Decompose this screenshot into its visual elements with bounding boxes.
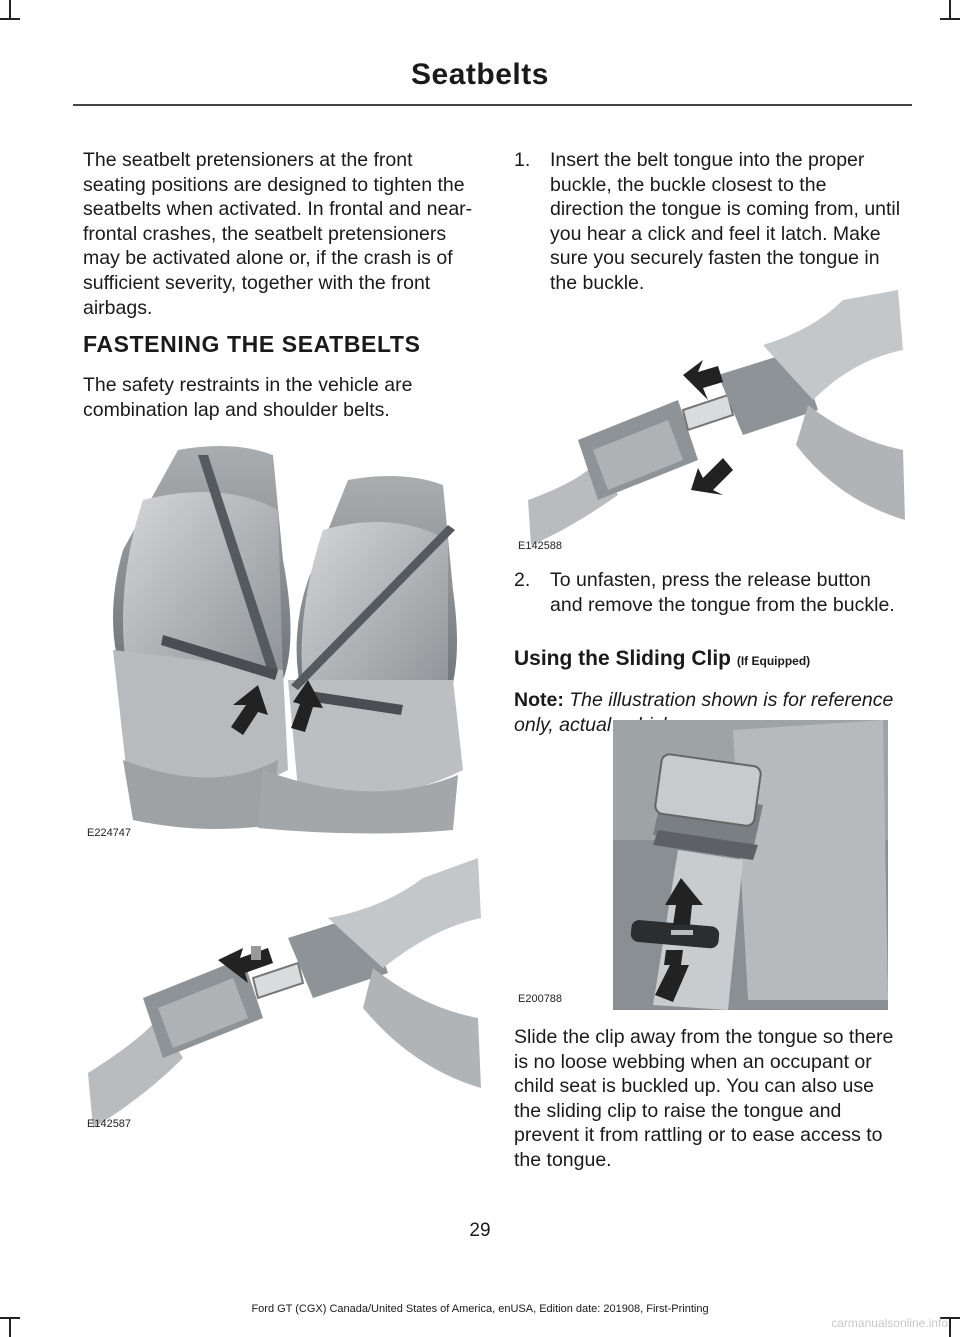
sliding-clip-illustration	[613, 720, 888, 1010]
page-number: 29	[469, 1220, 491, 1241]
page-title: Seatbelts	[411, 58, 549, 91]
step-number: 2.	[514, 569, 531, 591]
seats-illustration	[113, 446, 463, 834]
restraints-paragraph: The safety restraints in the vehicle are…	[83, 374, 413, 421]
crop-mark	[949, 0, 951, 20]
figure-code: E200788	[518, 993, 563, 1005]
figure-code: E142588	[518, 540, 563, 552]
crop-mark	[9, 0, 11, 20]
crop-mark	[940, 18, 960, 20]
crop-mark	[940, 1317, 960, 1319]
step-number: 1.	[514, 149, 531, 171]
edition-info: Ford GT (CGX) Canada/United States of Am…	[251, 1303, 709, 1315]
buckle-insert-illustration	[528, 290, 905, 545]
if-equipped-label: (If Equipped)	[736, 654, 811, 668]
step-1: 1. Insert the belt tongue into the prope…	[514, 148, 904, 294]
subheading-text: Using the Sliding Clip	[514, 647, 731, 670]
figure-code: E142587	[87, 1118, 132, 1130]
sliding-clip-paragraph: Slide the clip away from the tongue so t…	[514, 1026, 894, 1171]
step-text: To unfasten, press the release button an…	[550, 569, 895, 616]
step-text: Insert the belt tongue into the proper b…	[550, 149, 901, 294]
crop-mark	[949, 1317, 951, 1337]
watermark: carmanualsonline.info	[831, 1316, 948, 1330]
crop-mark	[0, 1317, 20, 1319]
header-divider	[73, 104, 912, 106]
crop-mark	[0, 18, 20, 20]
note-label: Note:	[514, 689, 564, 711]
pretensioner-paragraph: The seatbelt pretensioners at the front …	[83, 149, 473, 319]
crop-mark	[9, 1317, 11, 1337]
sliding-clip-heading: Using the Sliding Clip (If Equipped)	[514, 647, 810, 671]
figure-code: E224747	[87, 827, 132, 839]
buckle-separated-illustration	[88, 858, 481, 1128]
step-2: 2. To unfasten, press the release button…	[514, 568, 904, 643]
section-heading: FASTENING THE SEATBELTS	[83, 331, 421, 357]
